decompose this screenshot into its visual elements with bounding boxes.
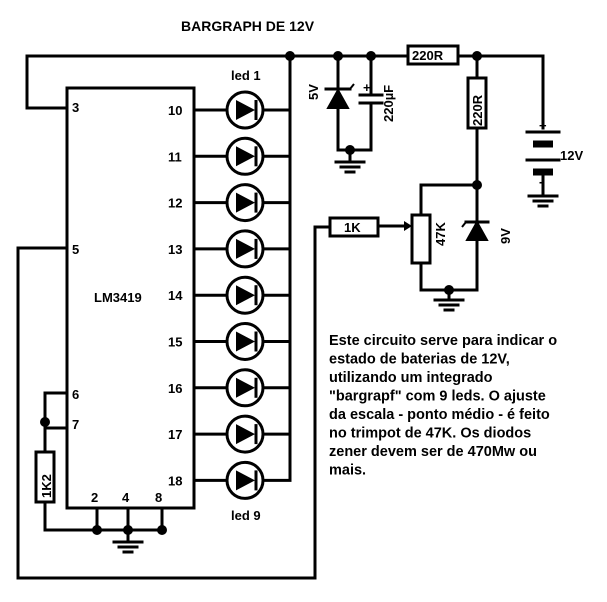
ground-symbol [527, 194, 559, 208]
ic-lm3419: LM3419 3 5 6 7 2 4 8 [65, 86, 196, 510]
trimpot-label: 47K [433, 222, 448, 246]
led-array: 10 11 12 13 14 15 16 17 18 [168, 90, 292, 500]
battery-12v: + - 12V [525, 118, 583, 197]
pin-10: 10 [168, 103, 182, 118]
pin-12: 12 [168, 196, 182, 211]
pin-16: 16 [168, 381, 182, 396]
capacitor-220uf: + 220µF [358, 54, 396, 152]
led-diode-icon [236, 285, 255, 306]
zener-5v: 5V [306, 54, 355, 152]
ground-symbol [112, 528, 144, 554]
junction-dot [92, 525, 102, 535]
ground-symbol [433, 288, 465, 312]
led-diode-icon [236, 238, 255, 259]
wire-pin3-top [25, 54, 410, 110]
pin-3: 3 [72, 100, 79, 115]
pin-17: 17 [168, 427, 182, 442]
ground-symbol [334, 148, 366, 174]
zener-9v: 9V [461, 183, 513, 292]
junction-dot [472, 51, 482, 61]
pin-14: 14 [168, 288, 183, 303]
description-line: utilizando um integrado [329, 370, 493, 386]
capacitor-label: 220µF [381, 85, 396, 122]
pin-11: 11 [168, 149, 182, 164]
description: Este circuito serve para indicar o estado… [329, 333, 557, 479]
resistor-1k2: 1K2 [34, 450, 56, 504]
led1-label: led 1 [231, 68, 261, 83]
junction-dot [157, 525, 167, 535]
pin-6: 6 [72, 387, 79, 402]
wire-pin5-loop [16, 225, 332, 580]
led-diode-icon [236, 192, 255, 213]
svg-text:-: - [539, 174, 543, 189]
description-line: estado de baterias de 12V, [329, 352, 510, 368]
description-line: no trimpot de 47K. Os diodos [329, 426, 531, 442]
resistor-vert-label: 220R [470, 94, 485, 126]
pin-2: 2 [91, 490, 98, 505]
description-line: "bargrapf" com 9 leds. O ajuste [329, 389, 546, 405]
resistor-1k-label: 1K [344, 220, 361, 235]
svg-text:+: + [539, 118, 547, 133]
led-diode-icon [236, 377, 255, 398]
junction-dot [285, 51, 295, 61]
title: BARGRAPH DE 12V [181, 18, 315, 34]
zener-9v-label: 9V [498, 228, 513, 244]
led-diode-icon [236, 470, 255, 491]
pin-7: 7 [72, 417, 79, 432]
pin-4: 4 [122, 490, 130, 505]
led-diode-icon [236, 100, 255, 120]
resistor-220r-top: 220R [406, 44, 460, 66]
zener-5v-label: 5V [306, 84, 321, 100]
description-line: da escala - ponto médio - é feito [329, 407, 550, 423]
resistor-220r-vertical: 220R [466, 76, 488, 130]
resistor-1k: 1K [328, 216, 380, 238]
svg-text:+: + [363, 80, 371, 95]
trimpot-47k: 47K [376, 213, 448, 265]
led-diode-icon [236, 424, 255, 445]
pin-5: 5 [72, 242, 79, 257]
led-diode-icon [236, 331, 255, 352]
battery-label: 12V [560, 148, 583, 163]
led-diode-icon [236, 146, 255, 167]
pin-13: 13 [168, 242, 182, 257]
resistor-1k2-label: 1K2 [39, 474, 54, 498]
description-line: Este circuito serve para indicar o [329, 333, 557, 349]
pin-8: 8 [155, 490, 162, 505]
description-line: zener devem ser de 470Mw ou [329, 444, 537, 460]
wire-to-battery [456, 54, 545, 130]
description-line: mais. [329, 463, 366, 479]
pin-18: 18 [168, 473, 182, 488]
pin-15: 15 [168, 335, 182, 350]
resistor-top-label: 220R [412, 48, 444, 63]
ic-name: LM3419 [94, 290, 142, 305]
led9-label: led 9 [231, 508, 261, 523]
